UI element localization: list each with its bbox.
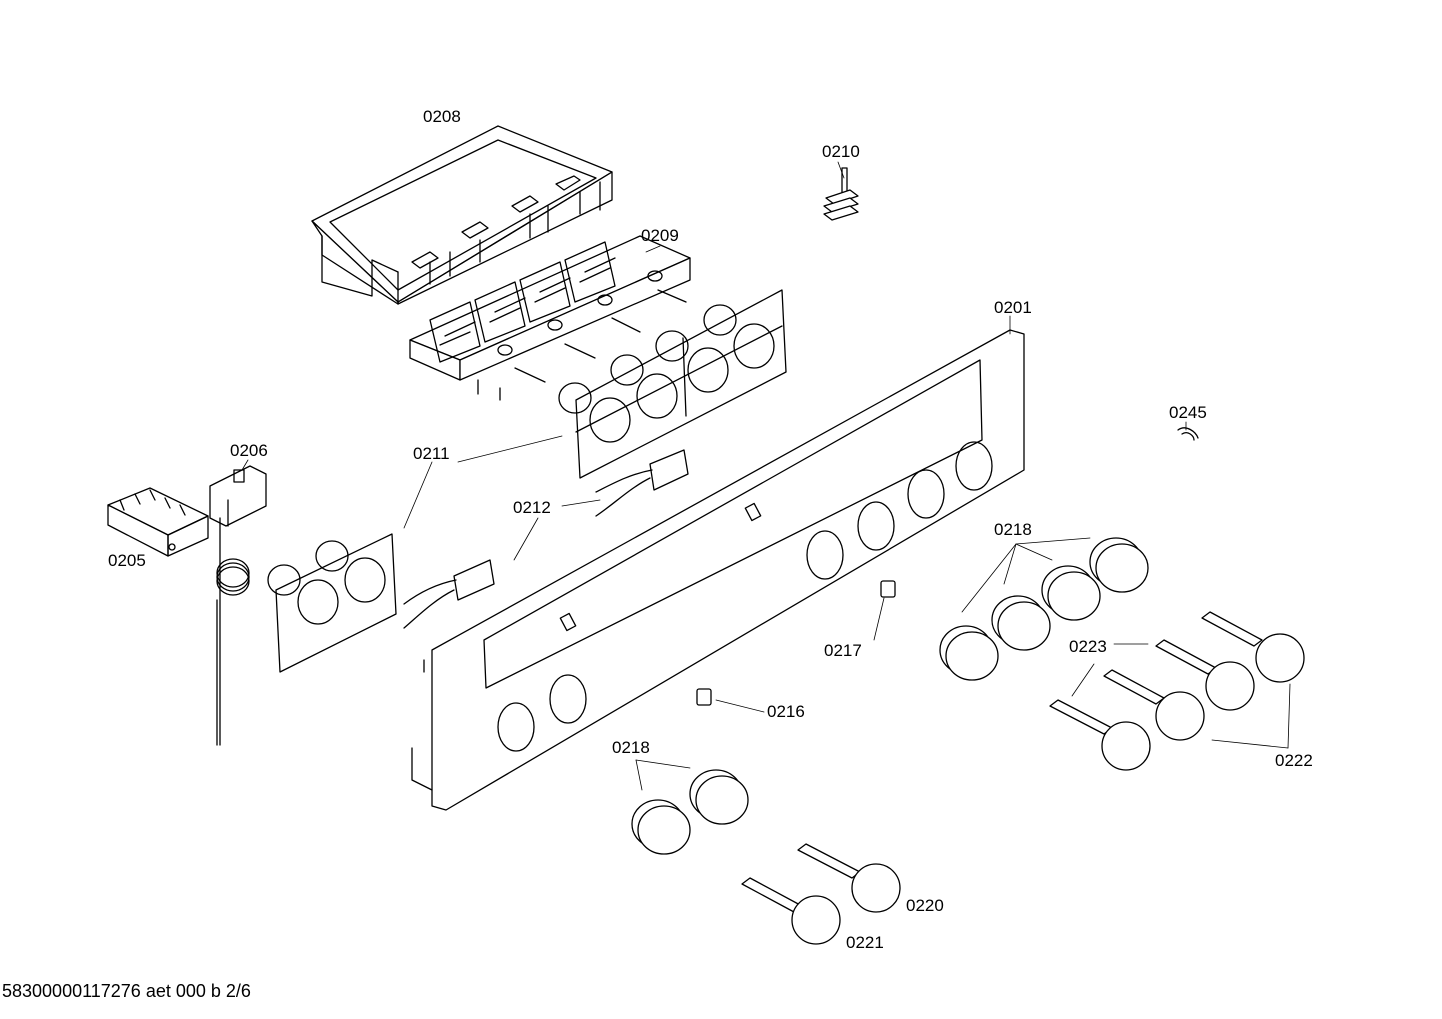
- part-0212-wiring-lower: [403, 559, 495, 629]
- part-0220-0221-knobs-left: [741, 843, 901, 945]
- part-0209-switch-block: [409, 235, 691, 401]
- part-0222-knobs-right: [1049, 611, 1305, 771]
- leader-lines: [241, 161, 1291, 791]
- part-0205-terminal: [107, 487, 209, 557]
- part-0218-rings-right: [939, 537, 1149, 681]
- part-0212-wiring-upper: [595, 449, 689, 517]
- callout-0210: 0210: [822, 142, 860, 161]
- callout-0208: 0208: [423, 107, 461, 126]
- part-0211-holder-left: [267, 533, 397, 673]
- callout-0245: 0245: [1169, 403, 1207, 422]
- callout-0218-right: 0218: [994, 520, 1032, 539]
- callout-0217: 0217: [824, 641, 862, 660]
- part-0216-button: [696, 688, 712, 706]
- part-0210-clip: [823, 167, 859, 221]
- callout-0205: 0205: [108, 551, 146, 570]
- callout-0222: 0222: [1275, 751, 1313, 770]
- callout-0223: 0223: [1069, 637, 1107, 656]
- callout-0221: 0221: [846, 933, 884, 952]
- callout-0206: 0206: [230, 441, 268, 460]
- part-0218-rings-left: [631, 769, 749, 855]
- drawing-reference-footer: 58300000117276 aet 000 b 2/6: [2, 981, 251, 1001]
- callout-0211: 0211: [413, 444, 450, 463]
- part-0211-holder-right: [558, 289, 787, 479]
- part-0208-tray: [311, 125, 613, 305]
- callout-0220: 0220: [906, 896, 944, 915]
- part-0245-clip: [1177, 427, 1199, 441]
- part-0206-thermostat: [209, 465, 267, 746]
- callout-0212: 0212: [513, 498, 551, 517]
- callout-0218-left: 0218: [612, 738, 650, 757]
- part-0217-button: [880, 580, 896, 598]
- callout-0201: 0201: [994, 298, 1032, 317]
- callout-0209: 0209: [641, 226, 679, 245]
- callout-0216: 0216: [767, 702, 805, 721]
